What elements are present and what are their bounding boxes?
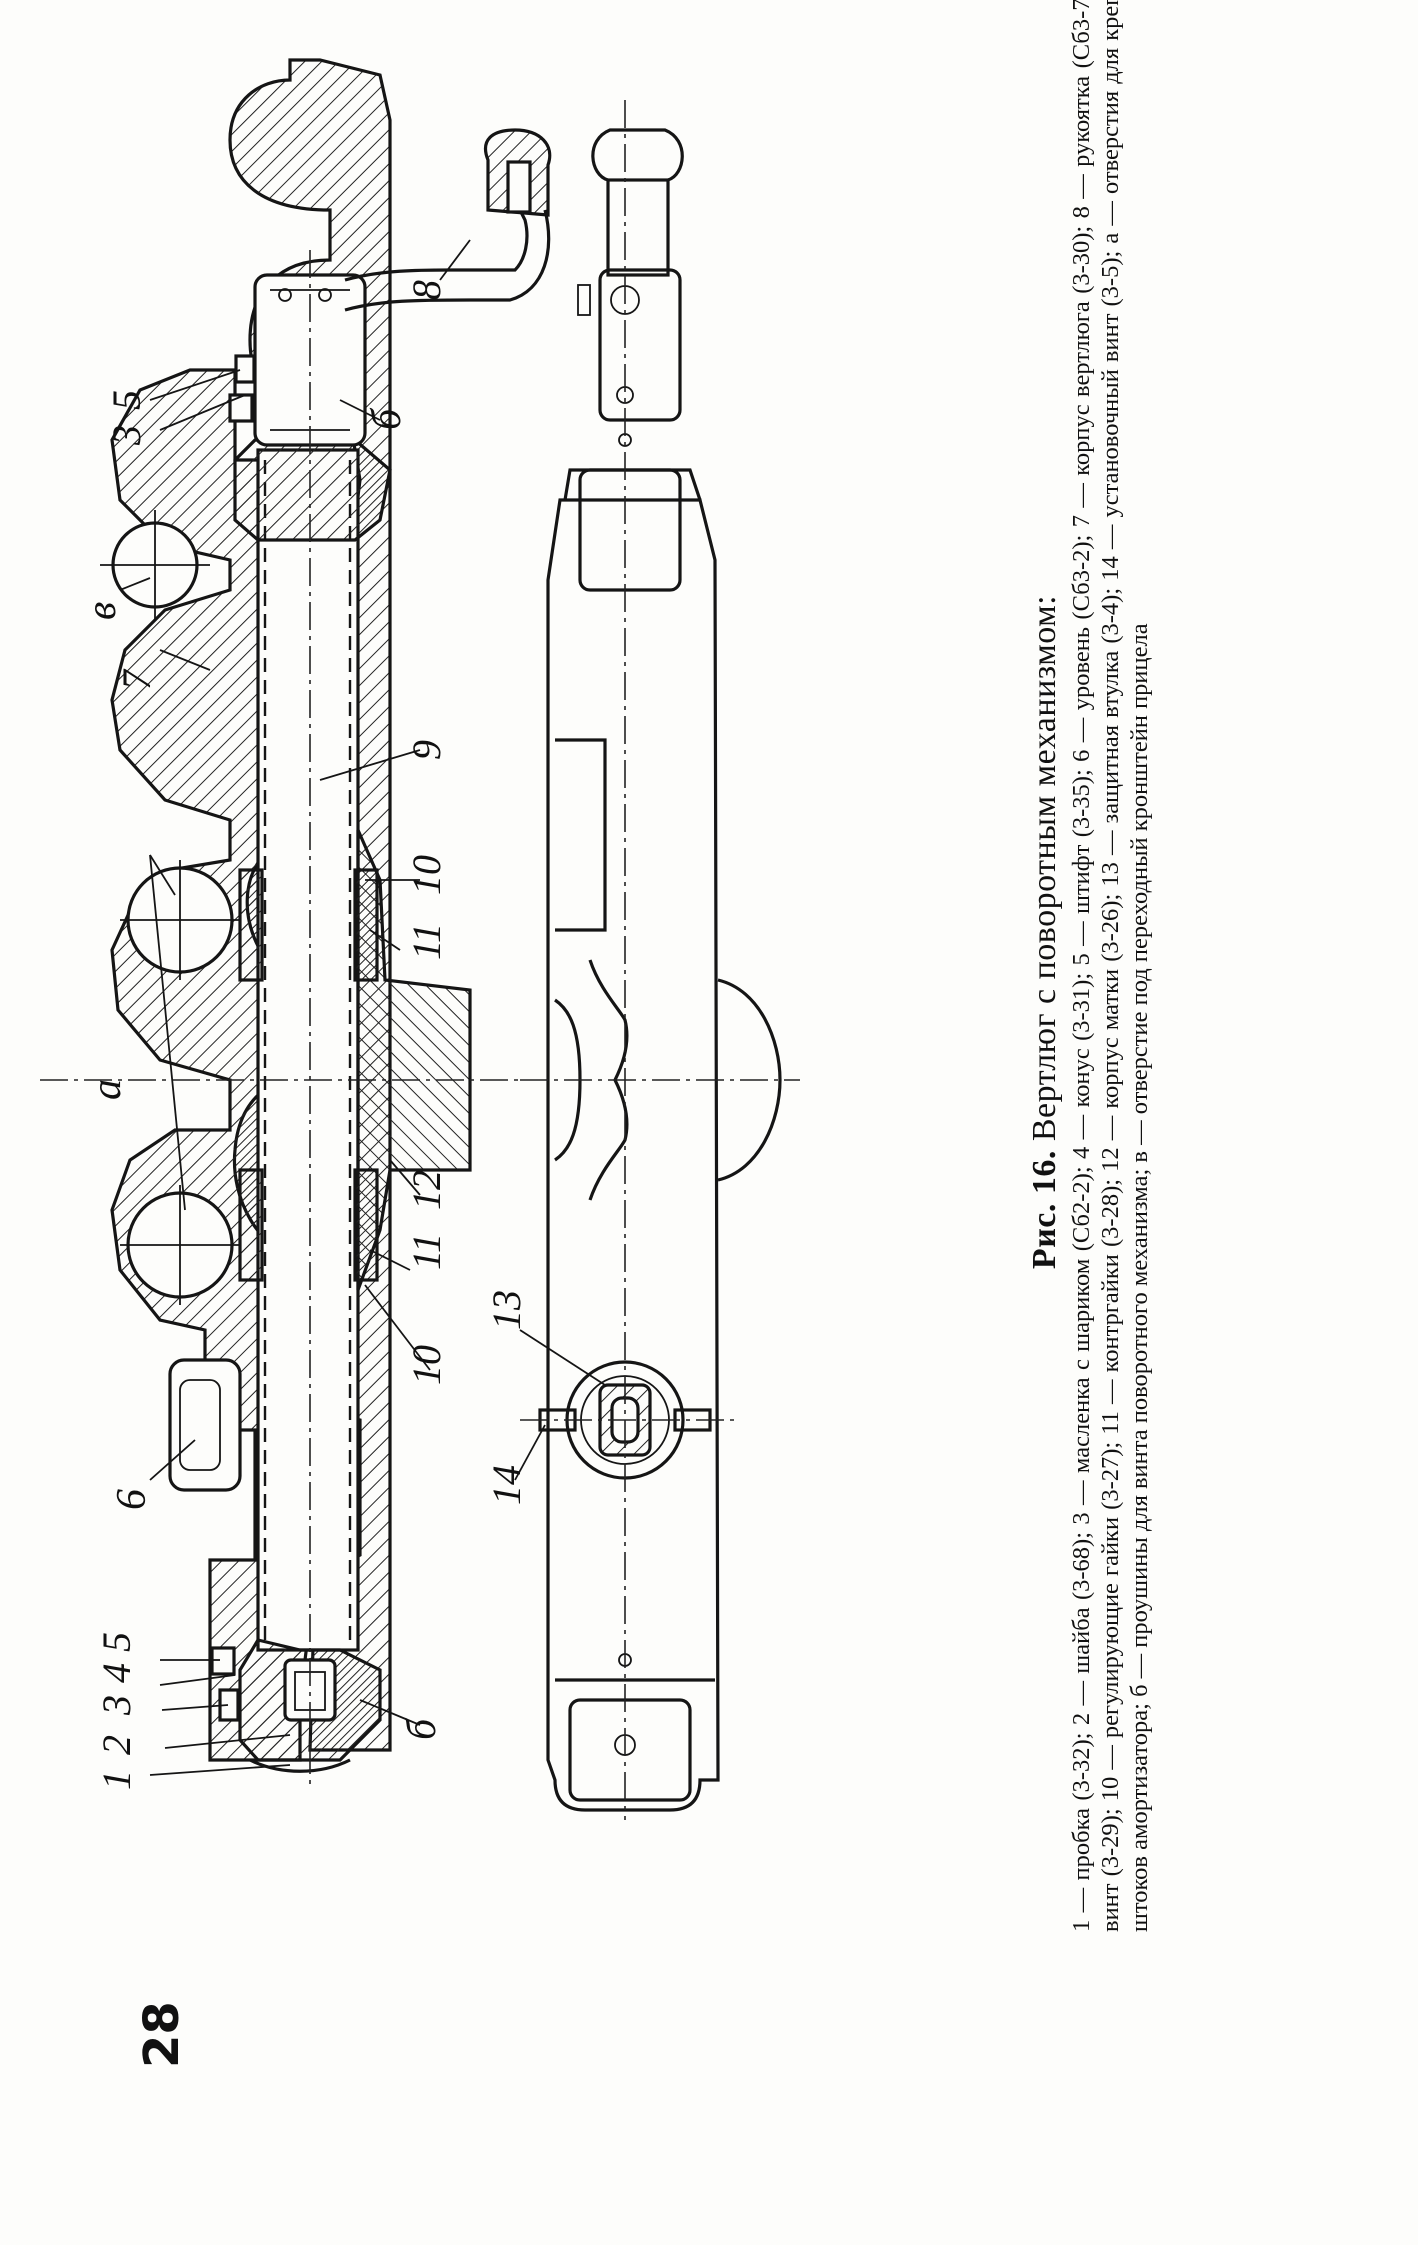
callouts: 1 2 3 4 5 6 б 3 5 б 7 8 9 10 11 12 11 10…: [79, 280, 529, 1790]
callout-7: 7: [114, 668, 159, 690]
cone-4-upper: [233, 438, 392, 542]
regulating-nut-10-upper: [238, 868, 264, 982]
callout-12: 12: [404, 1170, 449, 1210]
figure-title: Рис. 16. Вертлюг с поворотным механизмом…: [1026, 0, 1064, 1932]
exterior-body: [546, 498, 720, 1812]
end-block: [568, 1698, 692, 1802]
exterior-view: [520, 100, 800, 1820]
counter-nut-11-lower: [353, 1168, 379, 1282]
callout-v: в: [79, 602, 125, 620]
callout-13: 13: [484, 1290, 529, 1330]
screw-9-bore: [256, 448, 360, 1652]
callout-4: 4: [94, 1663, 139, 1683]
callout-6-level: 6: [109, 1489, 155, 1510]
callout-b-upper: б: [364, 407, 410, 430]
callout-5-lower: 5: [94, 1632, 139, 1652]
figure-title-text: Вертлюг с поворотным механизмом:: [1026, 594, 1063, 1142]
callout-10-upper: 10: [404, 855, 449, 895]
counter-nut-11-upper: [353, 868, 379, 982]
callout-11-upper: 11: [404, 923, 449, 960]
level-6-window: [168, 1358, 242, 1492]
callout-10-lower: 10: [404, 1345, 449, 1385]
callout-3-lower: 3: [94, 1695, 139, 1716]
callout-1: 1: [94, 1770, 139, 1790]
handle-8: [344, 209, 529, 282]
leader-lines: [119, 239, 606, 1776]
pin-5-lower: [210, 1646, 236, 1676]
exterior-dome: [717, 978, 782, 1182]
callout-3-upper: 3: [104, 425, 149, 446]
callout-11-lower: 11: [404, 1233, 449, 1270]
callout-8: 8: [404, 280, 449, 300]
exterior-handle-neck: [606, 178, 670, 277]
page-number: 28: [134, 2001, 190, 2068]
figure-label: Рис. 16.: [1026, 1150, 1063, 1270]
callout-b-lower: б: [399, 1717, 445, 1740]
exterior-handle-hub: [598, 268, 682, 422]
pin-5-upper: [228, 393, 254, 423]
figure-caption: Рис. 16. Вертлюг с поворотным механизмом…: [1026, 0, 1176, 1932]
figure-legend: 1 — пробка (3-32); 2 — шайба (3-68); 3 —…: [1068, 0, 1153, 1932]
oiler-3-upper: [234, 354, 256, 384]
regulating-nut-10-lower: [238, 1168, 264, 1282]
callout-a: а: [84, 1079, 130, 1100]
callout-2: 2: [94, 1735, 139, 1755]
callout-5-upper: 5: [104, 390, 149, 410]
sectional-view: [40, 58, 552, 1790]
callout-14: 14: [484, 1465, 529, 1505]
callout-9: 9: [404, 740, 449, 760]
